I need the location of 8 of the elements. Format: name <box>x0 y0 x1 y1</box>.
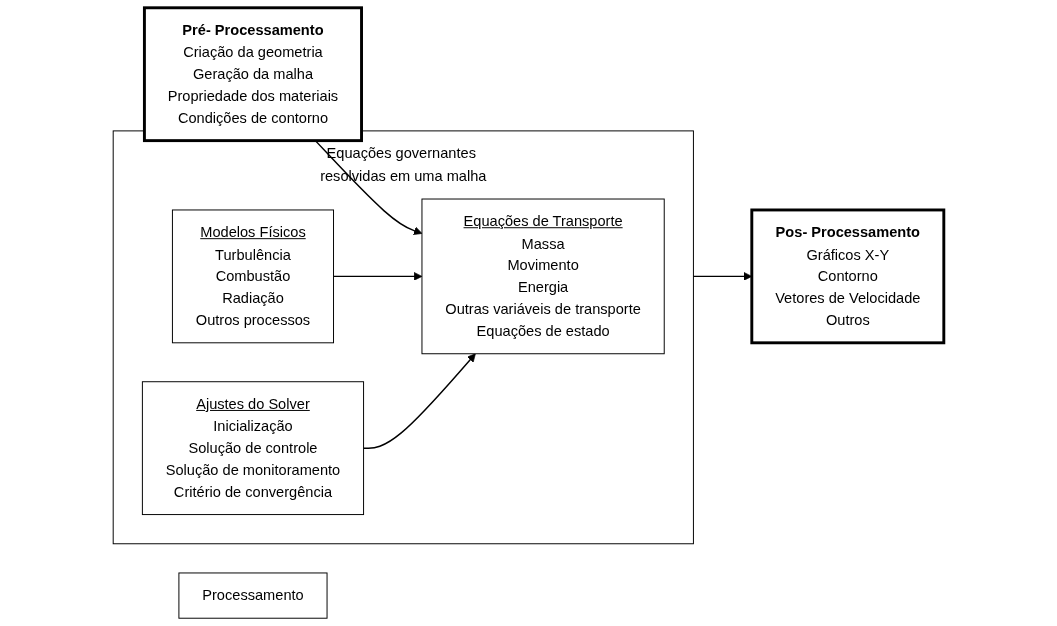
arrow <box>332 272 423 281</box>
node-box: Pos- Processamento Gráficos X-Y Contorno Vetores de Velocidade Outros <box>750 208 946 345</box>
node-box: Equações de Transporte Massa Movimento Energia Outras variáveis de transporte Equações de estado <box>421 198 665 355</box>
node-box: Processamento <box>178 572 328 619</box>
node-box: Pré- Processamento Criação da geometria Geração da malha Propriedade dos materiais Condições de contorno <box>142 6 363 143</box>
node-box: Ajustes do Solver Inicialização Solução de controle Solução de monitoramento Critério de convergência <box>141 381 365 516</box>
arrow <box>362 353 476 449</box>
node-box: Modelos Físicos Turbulência Combustão Radiação Outros processos <box>171 209 334 344</box>
